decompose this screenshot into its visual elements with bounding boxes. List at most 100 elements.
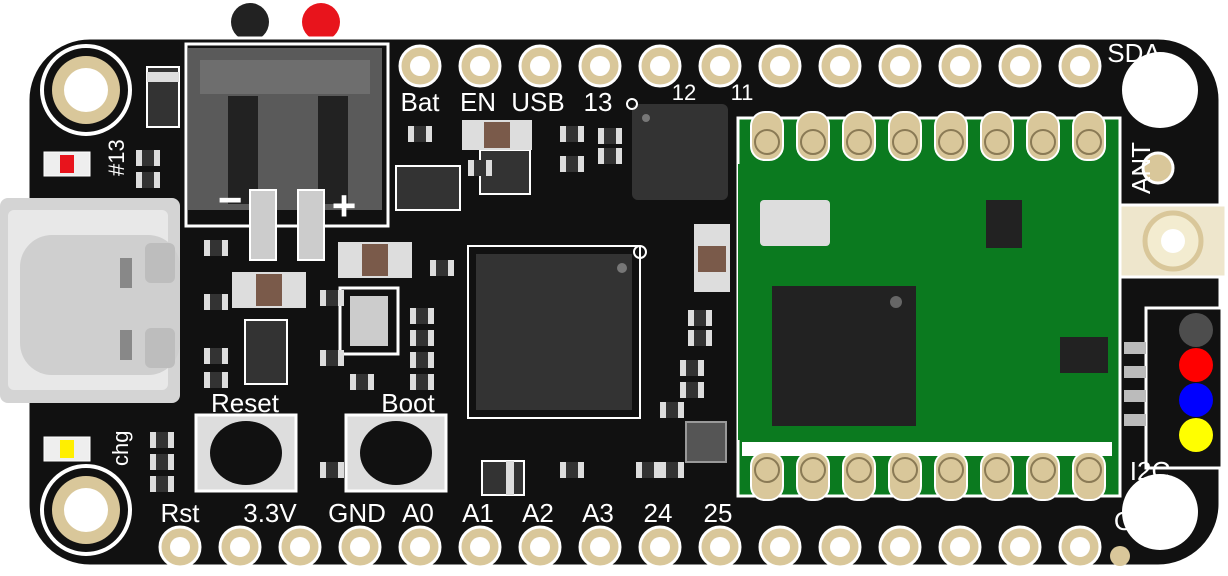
smd-small-components [136, 126, 712, 492]
pin-label-13: 13 [584, 87, 613, 117]
battery-jst-connector [184, 42, 390, 261]
smd-part-2 [408, 126, 432, 142]
stemma-wire-3 [1179, 418, 1213, 452]
smd-part-24 [150, 432, 174, 448]
smd-part-8 [204, 294, 228, 310]
mounting-holes [40, 44, 1198, 556]
header-pin-bottom-4 [398, 525, 442, 569]
module-pad-top-1 [796, 111, 830, 161]
battery-wire-red [302, 3, 340, 41]
led-chg [43, 436, 91, 462]
led-13-label: #13 [104, 139, 129, 176]
smd-part-23 [660, 402, 684, 418]
pin-label-gnd: GND [328, 498, 386, 528]
header-pin-top-7 [818, 44, 862, 88]
smd-part-11 [320, 290, 344, 306]
header-pin-bottom-9 [698, 525, 742, 569]
smd-part-10 [204, 372, 228, 388]
pin-label-12: 12 [672, 80, 696, 105]
smd-part-5 [598, 128, 622, 144]
header-pin-top-6 [758, 44, 802, 88]
module-pad-bottom-1 [796, 451, 830, 501]
pin-label-24: 24 [644, 498, 673, 528]
smd-part-16 [410, 352, 434, 368]
voltage-regulator [244, 149, 531, 385]
pin-label-a0: A0 [402, 498, 434, 528]
smd-part-6 [598, 148, 622, 164]
smd-part-19 [688, 310, 712, 326]
module-pad-bottom-3 [888, 451, 922, 501]
boot-button-label: Boot [381, 388, 435, 418]
header-pin-top-4 [638, 44, 682, 88]
pin-label-3v3: 3.3V [243, 498, 297, 528]
battery-plus-label: + [332, 182, 357, 229]
header-pin-top-8 [878, 44, 922, 88]
header-pin-top-0 [398, 44, 442, 88]
ant-label: ANT [1126, 142, 1156, 194]
smd-part-26 [150, 476, 174, 492]
rgb-neopixel [685, 421, 727, 463]
battery-wire-black [231, 3, 269, 41]
smd-part-17 [410, 374, 434, 390]
smd-part-0 [136, 150, 160, 166]
module-pad-bottom-4 [934, 451, 968, 501]
module-pad-bottom-6 [1026, 451, 1060, 501]
header-pins-bottom [158, 525, 1102, 569]
smd-part-27 [320, 462, 344, 478]
smd-part-25 [150, 454, 174, 470]
module-pad-top-6 [1026, 111, 1060, 161]
header-pin-bottom-15 [1058, 525, 1102, 569]
pin-label-rst: Rst [161, 498, 201, 528]
reset-button[interactable] [194, 413, 298, 493]
chg-led-label: chg [108, 431, 133, 466]
header-pin-bottom-12 [878, 525, 922, 569]
header-pin-bottom-10 [758, 525, 802, 569]
pin-label-bat: Bat [400, 87, 440, 117]
header-pin-top-11 [1058, 44, 1102, 88]
stemma-wire-1 [1179, 348, 1213, 382]
reset-button-label: Reset [211, 388, 280, 418]
g-label: G [1114, 506, 1134, 536]
usb-c-connector [0, 198, 180, 403]
ufl-antenna-connector [1118, 203, 1228, 279]
smd-part-28 [560, 462, 584, 478]
smd-part-21 [680, 360, 704, 376]
schottky-diode [481, 460, 525, 496]
radio-module-pads-bottom [750, 451, 1106, 501]
smd-part-31 [468, 160, 492, 176]
stemma-wire-0 [1179, 313, 1213, 347]
module-pad-top-4 [934, 111, 968, 161]
header-pin-bottom-11 [818, 525, 862, 569]
ground-pad [1110, 546, 1130, 566]
pin-label-a1: A1 [462, 498, 494, 528]
smd-part-14 [410, 308, 434, 324]
smd-part-22 [680, 382, 704, 398]
module-pad-top-7 [1072, 111, 1106, 161]
ant-pad [1141, 151, 1175, 185]
smd-part-30 [660, 462, 684, 478]
stemma-wire-2 [1179, 383, 1213, 417]
module-pad-top-2 [842, 111, 876, 161]
boot-button[interactable] [344, 413, 448, 493]
header-pin-bottom-8 [638, 525, 682, 569]
radio-module-pads-top [750, 111, 1106, 161]
header-pin-top-10 [998, 44, 1042, 88]
smd-part-7 [204, 240, 228, 256]
header-pin-top-2 [518, 44, 562, 88]
smd-part-1 [136, 172, 160, 188]
module-pad-bottom-7 [1072, 451, 1106, 501]
header-pin-bottom-13 [938, 525, 982, 569]
passive-components [232, 120, 730, 308]
smd-part-3 [560, 126, 584, 142]
header-pin-bottom-0 [158, 525, 202, 569]
smd-part-29 [636, 462, 660, 478]
battery-minus-label: − [218, 176, 243, 223]
smd-part-20 [688, 330, 712, 346]
pin-label-25: 25 [704, 498, 733, 528]
flash-chip [626, 98, 728, 200]
pin-label-usb: USB [511, 87, 564, 117]
smd-part-12 [320, 350, 344, 366]
header-pin-top-5 [698, 44, 742, 88]
pin-label-en: EN [460, 87, 496, 117]
